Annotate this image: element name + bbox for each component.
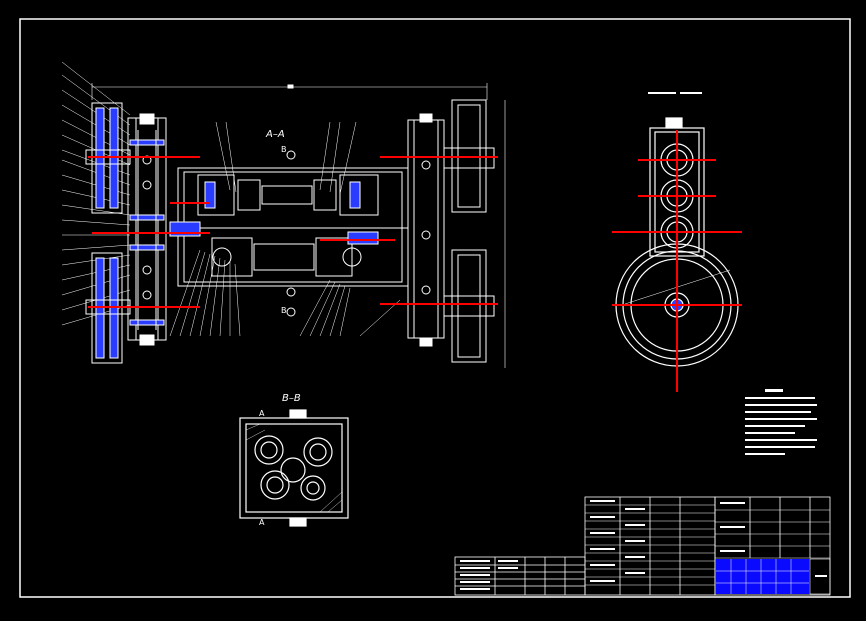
main-view bbox=[61, 61, 506, 368]
title-block bbox=[454, 496, 831, 596]
section-b-label: B–B bbox=[282, 393, 301, 404]
section-marker-b-main: B bbox=[281, 306, 287, 315]
section-marker-a-bottom: A bbox=[259, 518, 265, 527]
section-marker-a-top: A bbox=[259, 409, 265, 418]
section-b-hatch bbox=[245, 423, 343, 513]
side-centerlines bbox=[612, 130, 742, 392]
left-leaders bbox=[61, 61, 131, 326]
right-column bbox=[407, 113, 445, 347]
main-centerlines bbox=[88, 156, 498, 308]
right-wheel-bottom bbox=[443, 249, 495, 363]
section-b-view bbox=[239, 409, 349, 527]
drawing-frame bbox=[19, 18, 851, 598]
section-marker-b-top: B bbox=[281, 145, 287, 154]
bottom-leaders bbox=[169, 121, 401, 337]
side-view-caption-marks bbox=[648, 92, 702, 94]
section-a-label: A–A bbox=[265, 129, 285, 140]
left-column bbox=[127, 113, 167, 346]
tech-requirements-block bbox=[745, 389, 817, 455]
title-block-text-marks bbox=[460, 500, 827, 590]
title-block-fill bbox=[716, 558, 831, 595]
